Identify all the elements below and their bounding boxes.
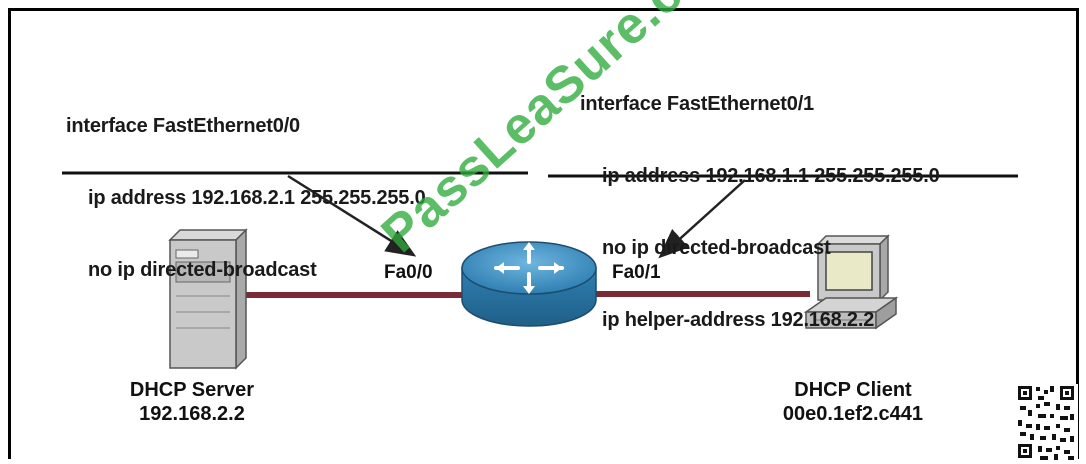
left-pointer-arrow [287,174,417,257]
server-name: DHCP Server [129,379,255,401]
right-interface-config: interface FastEthernet0/1 ip address 192… [580,44,940,356]
port-label-fa0-1: Fa0/1 [612,262,661,283]
computer-icon [803,234,899,330]
client-caption: DHCP Client 00e0.1ef2.c441 [758,378,948,426]
left-config-line: ip address 192.168.2.1 255.255.255.0 [88,187,426,209]
right-pointer-arrow [658,179,746,259]
qr-code-icon [1016,384,1078,462]
server-icon [168,228,248,370]
right-config-line: ip helper-address 192.168.2.2 [602,309,875,331]
left-interface-config: interface FastEthernet0/0 ip address 192… [66,66,426,306]
client-name: DHCP Client [794,379,912,401]
right-config-line: no ip directed-broadcast [602,237,831,259]
left-config-line: interface FastEthernet0/0 [66,115,300,137]
router-icon [461,241,597,327]
right-config-line: ip address 192.168.1.1 255.255.255.0 [602,165,940,187]
left-config-line: no ip directed-broadcast [88,259,317,281]
diagram-frame [8,8,1079,459]
port-label-fa0-0: Fa0/0 [384,262,433,283]
client-mac: 00e0.1ef2.c441 [782,403,924,425]
server-caption: DHCP Server 192.168.2.2 [104,378,280,426]
right-config-line: interface FastEthernet0/1 [580,93,814,115]
server-ip: 192.168.2.2 [139,403,245,425]
